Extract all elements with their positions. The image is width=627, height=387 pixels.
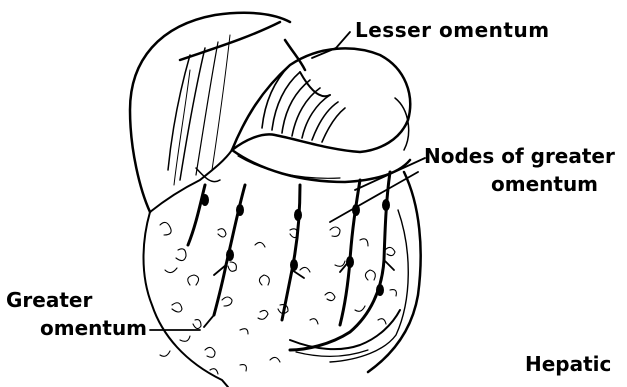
hepatic-label: Hepatic [525,352,611,376]
greater-omentum-label-line1: Greater [6,288,92,312]
stomach-drawing [232,48,410,182]
nodes-of-greater-omentum-label-line1: Nodes of greater [424,144,615,168]
lesser-omentum-label: Lesser omentum [355,18,550,42]
greater-omentum-drawing [144,172,421,387]
nodes-of-greater-omentum-label-line2: omentum [491,172,598,196]
greater-omentum-label-line2: omentum [40,316,147,340]
